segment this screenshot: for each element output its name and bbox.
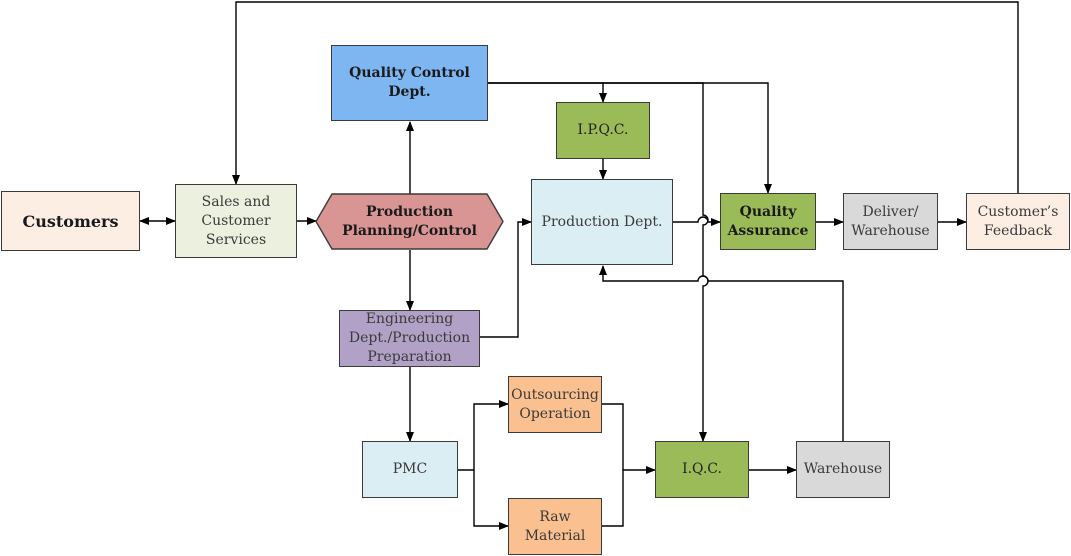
sales-customer-services-node: Sales and Customer Services: [175, 184, 297, 258]
quality-control-label: Quality Control Dept.: [349, 65, 470, 100]
customer-feedback-node: Customer’s Feedback: [966, 193, 1070, 250]
edge-warehouse-production: [599, 265, 844, 441]
engineering-label: Engineering Dept./Production Preparation: [348, 311, 471, 365]
edge-pmc-raw: [473, 470, 509, 530]
customers-node: Customers: [1, 191, 140, 251]
production-dept-label: Production Dept.: [541, 213, 663, 230]
iqc-label: I.Q.C.: [682, 461, 722, 477]
production-planning-node: Production Planning/Control: [315, 193, 504, 250]
edge-feedback-sales: [232, 1, 1019, 193]
raw-material-node: Raw Material: [508, 498, 602, 555]
warehouse-node: Warehouse: [796, 441, 890, 498]
quality-control-node: Quality Control Dept.: [331, 45, 488, 121]
edge-production-qa: [673, 216, 721, 226]
warehouse-label: Warehouse: [803, 461, 883, 477]
raw-material-label: Raw Material: [524, 508, 586, 544]
ipqc-node: I.P.Q.C.: [556, 102, 650, 159]
outsourcing-label: Outsourcing Operation: [511, 386, 599, 422]
deliver-warehouse-node: Deliver/ Warehouse: [843, 193, 938, 250]
outsourcing-node: Outsourcing Operation: [508, 376, 602, 433]
edge-engineering-production: [480, 218, 532, 338]
iqc-node: I.Q.C.: [655, 441, 749, 498]
production-planning-label: Production Planning/Control: [342, 203, 477, 239]
sales-label: Sales and Customer Services: [201, 193, 271, 248]
edge-qc-iqc: [488, 82, 709, 442]
hexagon-shape: [315, 193, 504, 250]
deliver-label: Deliver/ Warehouse: [851, 203, 930, 239]
quality-assurance-node: Quality Assurance: [720, 193, 816, 250]
quality-assurance-label: Quality Assurance: [727, 203, 809, 239]
engineering-node: Engineering Dept./Production Preparation: [339, 310, 480, 367]
edge-pmc-outsourcing: [458, 400, 509, 471]
production-dept-node: Production Dept.: [531, 179, 673, 265]
ipqc-label: I.P.Q.C.: [577, 122, 629, 138]
edge-raw-iqc: [602, 466, 656, 527]
edge-qc-ipqc: [488, 82, 607, 103]
edge-outsourcing-iqc: [602, 403, 624, 470]
pmc-node: PMC: [362, 441, 458, 498]
customers-label: Customers: [22, 211, 119, 231]
pmc-label: PMC: [392, 461, 428, 477]
feedback-label: Customer’s Feedback: [977, 203, 1059, 239]
